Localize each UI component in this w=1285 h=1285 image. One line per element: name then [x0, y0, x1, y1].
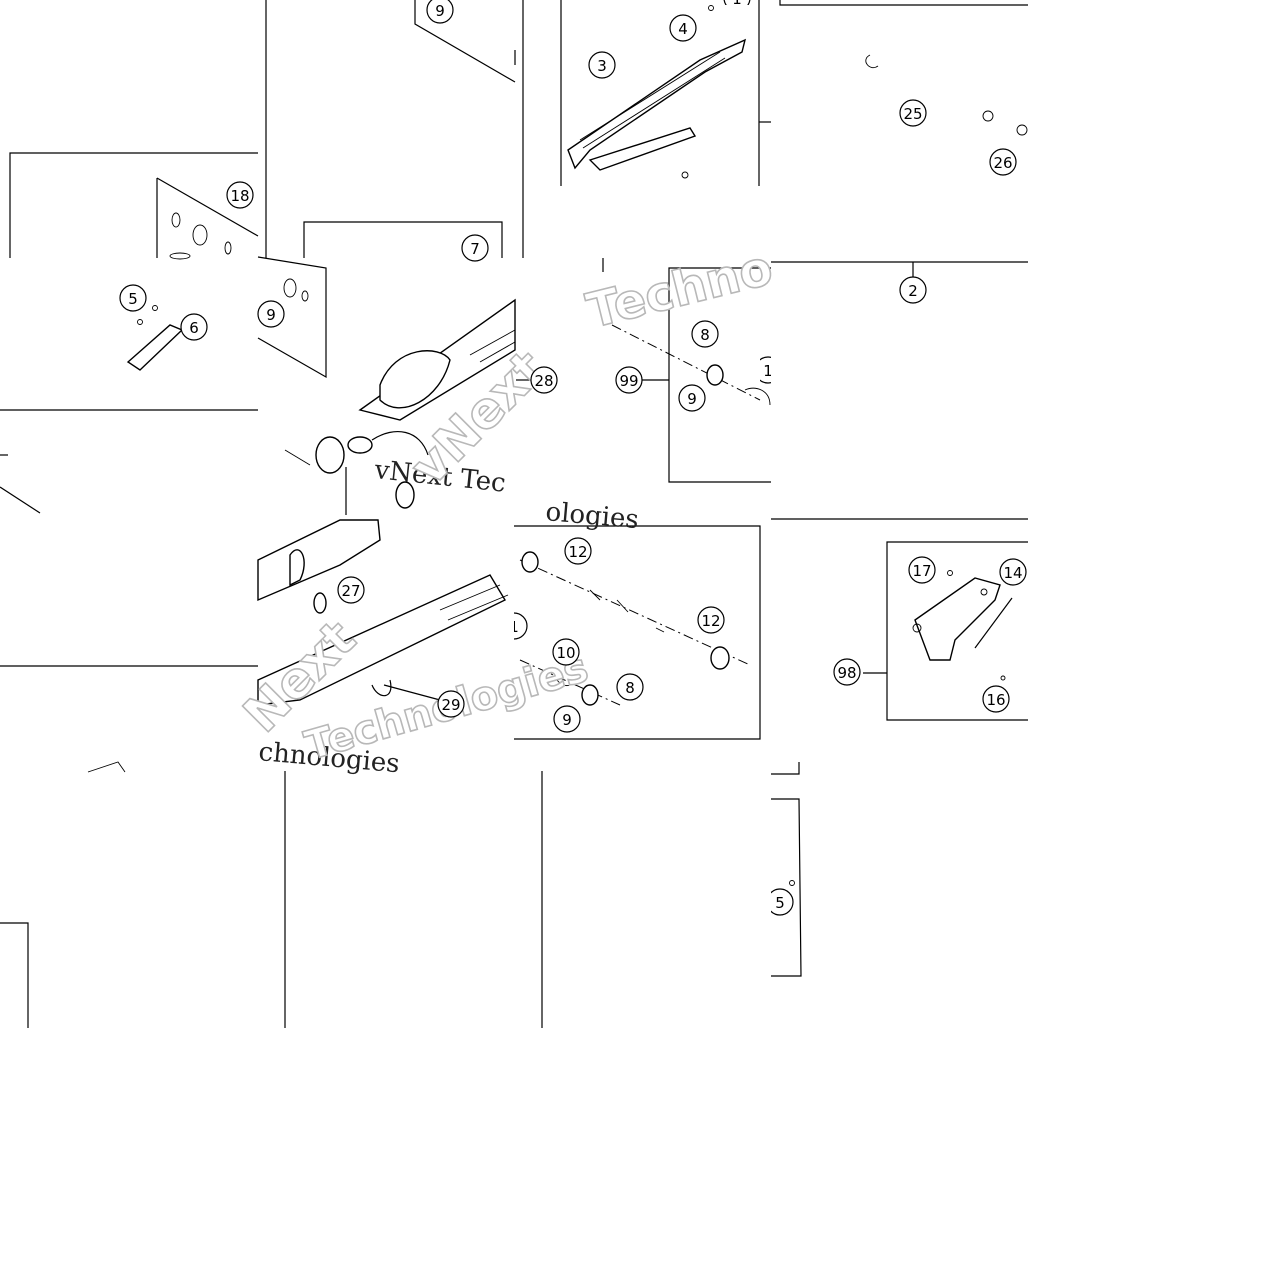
callout-circle [697, 606, 725, 634]
callout-17: 17 [908, 556, 936, 584]
callout-5: 5 [119, 284, 147, 312]
callout-circle [588, 51, 616, 79]
blank-area [0, 1028, 1285, 1285]
callout-circle [678, 384, 706, 412]
callout-99: 99 [615, 366, 643, 394]
callout-circle [908, 556, 936, 584]
callout-8: 8 [616, 673, 644, 701]
callout-number: 9 [266, 306, 276, 324]
callout-number: 17 [912, 562, 931, 580]
callout-27: 27 [337, 576, 365, 604]
watermark-text: ologies [544, 497, 640, 535]
callout-number: 8 [625, 679, 635, 697]
callout-circle [461, 234, 489, 262]
callout-number: 12 [568, 543, 587, 561]
callout-number: 5 [128, 290, 138, 308]
callout-circle [771, 888, 794, 916]
callout-number: 4 [678, 20, 688, 38]
callout-circle [257, 300, 285, 328]
callout-18: 18 [226, 181, 254, 209]
callout-circle [669, 14, 697, 42]
callout-number: 28 [534, 372, 553, 390]
panel-lines [0, 0, 1028, 1028]
part-sketches [0, 5, 1028, 886]
callout-circle [337, 576, 365, 604]
callout-29: 29 [437, 690, 465, 718]
callout-number: 18 [230, 187, 249, 205]
callout-circle [760, 356, 771, 384]
callout-9: 9 [426, 0, 454, 24]
callout-8: 8 [691, 320, 719, 348]
callout-number: 16 [986, 691, 1005, 709]
callout-number: 27 [341, 582, 360, 600]
callout-circle [999, 558, 1027, 586]
callout-circle [723, 0, 751, 5]
callout-number: 26 [993, 154, 1012, 172]
callout-number: 6 [189, 319, 199, 337]
callout-circle [989, 148, 1017, 176]
callout-number: 14 [1003, 564, 1022, 582]
callout-circle [553, 705, 581, 733]
callout-circle [514, 612, 528, 640]
callout-circle [982, 685, 1010, 713]
partial-callout-5: 5 [771, 888, 794, 916]
callout-26: 26 [989, 148, 1017, 176]
callout-9: 9 [257, 300, 285, 328]
callout-number: 10 [556, 644, 575, 662]
callout-circle [899, 99, 927, 127]
callout-9: 9 [678, 384, 706, 412]
callout-circle [437, 690, 465, 718]
callout-circle [833, 658, 861, 686]
partial-callout-1: 1 [723, 0, 751, 8]
callout-circle [552, 638, 580, 666]
callout-10: 10 [552, 638, 580, 666]
callout-number: 1 [732, 0, 742, 8]
callout-circle [426, 0, 454, 24]
callout-number: 12 [701, 612, 720, 630]
callout-number: 7 [470, 240, 480, 258]
callout-number: 2 [908, 282, 918, 300]
callout-circle [530, 366, 558, 394]
callout-28: 28 [530, 366, 558, 394]
callout-4: 4 [669, 14, 697, 42]
callout-number: 1 [509, 618, 519, 636]
callout-number: 25 [903, 105, 922, 123]
callout-7: 7 [461, 234, 489, 262]
callout-14: 14 [999, 558, 1027, 586]
watermark-text: Techno [581, 240, 778, 340]
callout-25: 25 [899, 99, 927, 127]
callout-circle [180, 313, 208, 341]
callout-number: 29 [441, 696, 460, 714]
callout-3: 3 [588, 51, 616, 79]
partial-callout-group: 1 1 1 5 [509, 0, 794, 916]
callout-12: 12 [697, 606, 725, 634]
callout-circle [616, 673, 644, 701]
callout-number: 1 [763, 362, 773, 380]
callout-16: 16 [982, 685, 1010, 713]
callout-9: 9 [553, 705, 581, 733]
callout-circle [691, 320, 719, 348]
callout-circle [615, 366, 643, 394]
callout-number: 3 [597, 57, 607, 75]
callout-number: 98 [837, 664, 856, 682]
partial-callout-1: 1 [760, 356, 773, 384]
callout-circle [119, 284, 147, 312]
callout-12: 12 [564, 537, 592, 565]
partial-callout-1: 1 [509, 612, 528, 640]
callout-98: 98 [833, 658, 861, 686]
callout-circle [564, 537, 592, 565]
callout-number: 8 [700, 326, 710, 344]
callout-number: 9 [562, 711, 572, 729]
callout-number: 9 [435, 2, 445, 20]
callout-circle [226, 181, 254, 209]
callout-2: 2 [899, 276, 927, 304]
callout-circle [899, 276, 927, 304]
callout-number: 99 [619, 372, 638, 390]
callout-number: 5 [775, 894, 785, 912]
callout-6: 6 [180, 313, 208, 341]
callout-number: 9 [687, 390, 697, 408]
